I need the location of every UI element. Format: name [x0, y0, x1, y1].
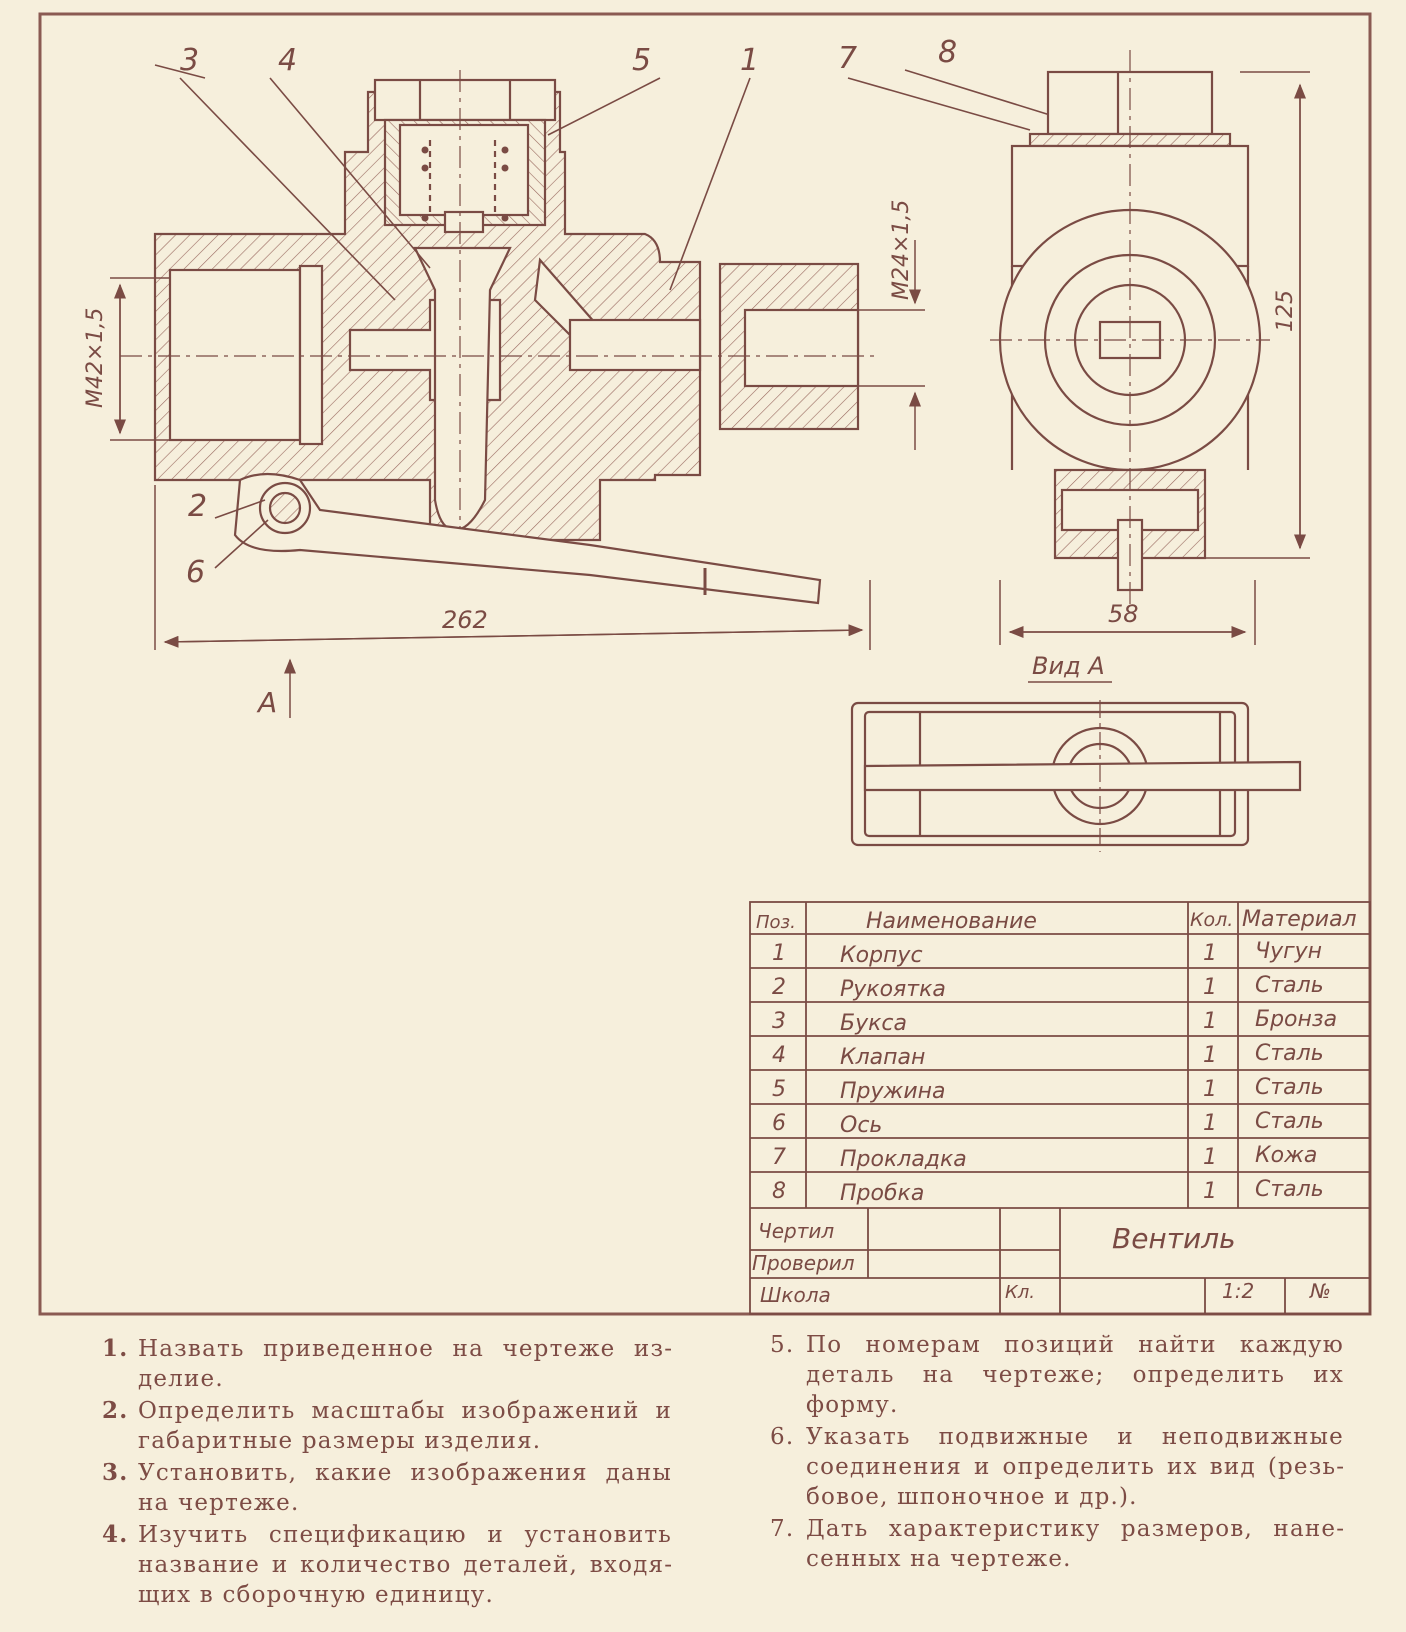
spec-qty-8: 1: [1203, 1179, 1217, 1204]
thread-left-label: M42×1,5: [83, 308, 108, 408]
task-text: Указать подвижные и неподвижные соединен…: [806, 1424, 1344, 1510]
callout-3: 3: [180, 43, 199, 78]
spec-header-material: Материал: [1242, 907, 1357, 932]
spec-pos-7: 7: [772, 1145, 786, 1170]
spec-header-pos: Поз.: [756, 912, 796, 933]
callout-5: 5: [632, 43, 651, 78]
thread-right-label: M24×1,5: [889, 200, 914, 300]
task-number: 2.: [102, 1397, 129, 1424]
side-view: [990, 50, 1270, 610]
spec-name-2: Рукоятка: [840, 977, 946, 1002]
task-number: 4.: [102, 1521, 129, 1548]
callout-lines: [154, 64, 1051, 569]
title-block-school: Школа: [760, 1283, 831, 1307]
plug-8: [373, 78, 557, 122]
task-number: 1.: [102, 1335, 129, 1362]
title-block-checked: Проверил: [752, 1251, 855, 1275]
handle-2: [233, 472, 822, 605]
spec-qty-1: 1: [1203, 941, 1217, 966]
spec-pos-3: 3: [772, 1009, 786, 1034]
callout-7: 7: [838, 41, 857, 76]
spec-material-8: Сталь: [1255, 1177, 1324, 1202]
title-block-drew: Чертил: [758, 1219, 834, 1243]
view-arrow-label: A: [256, 686, 277, 719]
task-text: По номерам позиций найти каждую деталь н…: [806, 1332, 1344, 1418]
drawing-frame: [38, 12, 1372, 1316]
task-item: 5. По номерам позиций найти каждую деталь…: [770, 1330, 1344, 1420]
title-block-class: Кл.: [1005, 1282, 1035, 1303]
spec-material-4: Сталь: [1255, 1041, 1324, 1066]
spec-name-6: Ось: [840, 1113, 882, 1138]
view-a: [850, 700, 1302, 852]
inlet-bore: [168, 268, 302, 442]
spec-material-5: Сталь: [1255, 1075, 1324, 1100]
task-text: Дать характеристику размеров, нане­сенны…: [806, 1516, 1344, 1572]
spec-qty-5: 1: [1203, 1077, 1217, 1102]
spec-name-5: Пружина: [840, 1079, 946, 1104]
task-item: 4. Изучить спецификацию и установить назв…: [102, 1520, 672, 1610]
spec-material-7: Кожа: [1255, 1143, 1317, 1168]
title-block-title: Вентиль: [1112, 1222, 1236, 1255]
spec-qty-4: 1: [1203, 1043, 1217, 1068]
spec-material-6: Сталь: [1255, 1109, 1324, 1134]
spec-qty-3: 1: [1203, 1009, 1217, 1034]
dimension-width: 58: [1108, 600, 1139, 628]
dimension-length: 262: [442, 606, 488, 634]
spec-qty-2: 1: [1203, 975, 1217, 1000]
spec-header-qty: Кол.: [1190, 909, 1233, 931]
callout-6: 6: [186, 555, 205, 590]
spec-pos-2: 2: [772, 975, 786, 1000]
task-text: Изучить спецификацию и установить назван…: [138, 1522, 672, 1608]
spec-material-2: Сталь: [1255, 973, 1324, 998]
spec-name-7: Прокладка: [840, 1147, 967, 1172]
callout-8: 8: [938, 35, 957, 70]
task-number: 7.: [770, 1516, 795, 1542]
spec-pos-4: 4: [772, 1043, 786, 1068]
spec-header-name: Наименование: [866, 909, 1037, 934]
task-text: Определить масштабы изображений и габари…: [138, 1398, 672, 1454]
task-text: Установить, какие изображения даны на че…: [138, 1460, 672, 1516]
spec-table: [749, 901, 1371, 1315]
spec-qty-6: 1: [1203, 1111, 1217, 1136]
view-a-label: Вид А: [1032, 652, 1105, 680]
spec-name-1: Корпус: [840, 943, 923, 968]
task-item: 6. Указать подвижные и неподвижные соедин…: [770, 1422, 1344, 1512]
task-number: 6.: [770, 1424, 795, 1450]
task-number: 5.: [770, 1332, 795, 1358]
callout-1: 1: [740, 43, 759, 78]
spec-material-1: Чугун: [1255, 939, 1322, 964]
title-block-scale: 1:2: [1222, 1279, 1254, 1303]
tasks-right-column: 5. По номерам позиций найти каждую деталь…: [770, 1330, 1344, 1576]
tasks-left-column: 1. Назвать приведенное на чертеже из­дели…: [102, 1334, 672, 1612]
title-block-number: №: [1309, 1279, 1331, 1303]
callout-2: 2: [188, 489, 207, 524]
task-item: 2. Определить масштабы изображений и габа…: [102, 1396, 672, 1456]
spec-pos-5: 5: [772, 1077, 786, 1102]
spec-name-3: Букса: [840, 1011, 907, 1036]
spec-material-3: Бронза: [1255, 1007, 1337, 1032]
dimension-lines: [110, 240, 925, 718]
dimension-height: 125: [1273, 290, 1298, 332]
spec-name-4: Клапан: [840, 1045, 925, 1070]
callout-4: 4: [278, 43, 297, 78]
spec-pos-8: 8: [772, 1179, 786, 1204]
spec-pos-6: 6: [772, 1111, 786, 1136]
spec-name-8: Пробка: [840, 1181, 924, 1206]
spec-qty-7: 1: [1203, 1145, 1217, 1170]
spec-pos-1: 1: [772, 941, 786, 966]
task-number: 3.: [102, 1459, 129, 1486]
task-text: Назвать приведенное на чертеже из­делие.: [138, 1336, 672, 1392]
task-item: 7. Дать характеристику размеров, нане­сен…: [770, 1514, 1344, 1574]
task-item: 3. Установить, какие изображения даны на …: [102, 1458, 672, 1518]
front-section-view: [120, 70, 880, 605]
task-item: 1. Назвать приведенное на чертеже из­дели…: [102, 1334, 672, 1394]
